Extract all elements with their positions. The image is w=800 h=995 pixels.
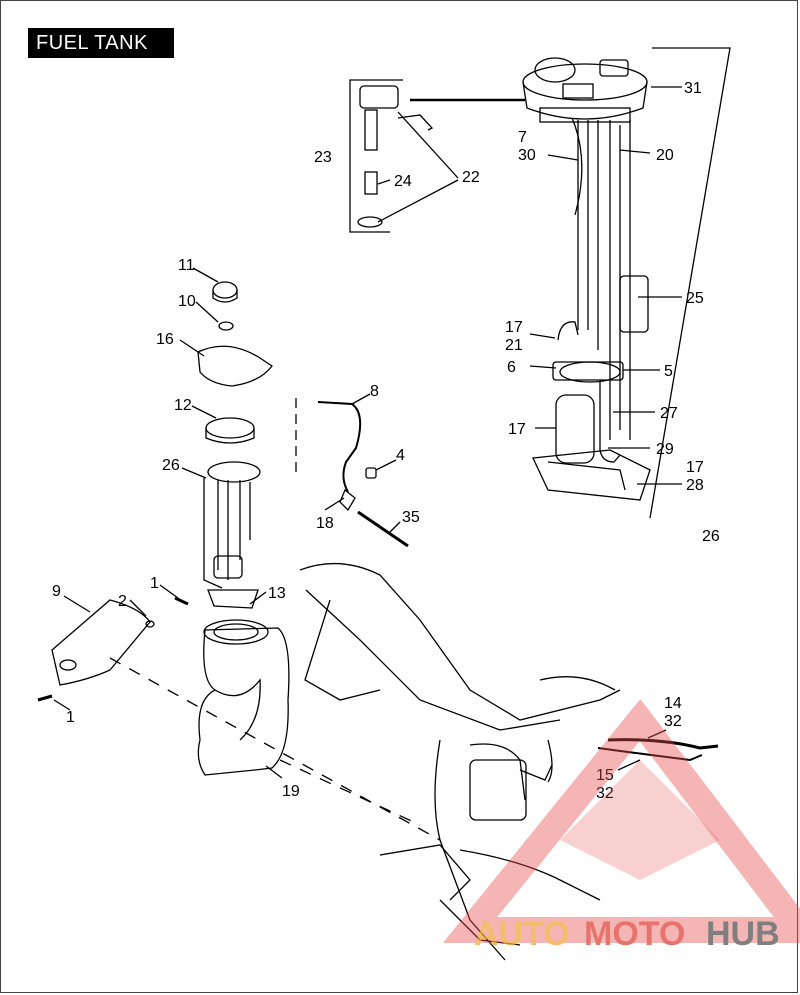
callout-1-bottom: 1 <box>66 709 75 726</box>
callout-29: 29 <box>656 441 674 458</box>
callout-15: 15 <box>596 767 614 784</box>
callout-8: 8 <box>370 383 379 400</box>
automotohub-watermark: AUTO MOTO HUB <box>442 698 800 953</box>
callout-26-left: 26 <box>162 457 180 474</box>
callout-32a: 32 <box>664 713 682 730</box>
motorcycle-frame <box>299 562 621 961</box>
fuel-pump-module <box>522 57 651 501</box>
callout-24: 24 <box>394 173 412 190</box>
callout-25: 25 <box>686 290 704 307</box>
callout-26-right: 26 <box>702 528 720 545</box>
callout-1-top: 1 <box>150 575 159 592</box>
callout-labels: 31 7 30 20 23 22 24 25 17 21 6 5 27 17 2… <box>52 80 720 802</box>
page-title: FUEL TANK <box>28 28 174 58</box>
callout-17: 17 <box>505 319 523 336</box>
callout-16: 16 <box>156 331 174 348</box>
callout-6: 6 <box>507 359 516 376</box>
callout-21: 21 <box>505 337 523 354</box>
callout-19: 19 <box>282 783 300 800</box>
callout-30: 30 <box>518 147 536 164</box>
callout-31: 31 <box>684 80 702 97</box>
callout-17c: 17 <box>686 459 704 476</box>
callout-4: 4 <box>396 447 405 464</box>
callout-14: 14 <box>664 695 682 712</box>
callout-23: 23 <box>314 149 332 166</box>
callout-10: 10 <box>178 293 196 310</box>
callout-2: 2 <box>118 593 127 610</box>
callout-5: 5 <box>664 363 673 380</box>
callout-35: 35 <box>402 509 420 526</box>
callout-13: 13 <box>268 585 286 602</box>
callout-18: 18 <box>316 515 334 532</box>
callout-9: 9 <box>52 583 61 600</box>
watermark-moto: MOTO <box>584 915 685 953</box>
callout-27: 27 <box>660 405 678 422</box>
watermark-hub: HUB <box>706 915 780 953</box>
callout-17b: 17 <box>508 421 526 438</box>
callout-20: 20 <box>656 147 674 164</box>
callout-7: 7 <box>518 129 527 146</box>
callout-11: 11 <box>178 257 195 274</box>
callout-22: 22 <box>462 169 480 186</box>
watermark-auto: AUTO <box>474 915 570 953</box>
callout-28: 28 <box>686 477 704 494</box>
callout-32b: 32 <box>596 785 614 802</box>
callout-12: 12 <box>174 397 192 414</box>
